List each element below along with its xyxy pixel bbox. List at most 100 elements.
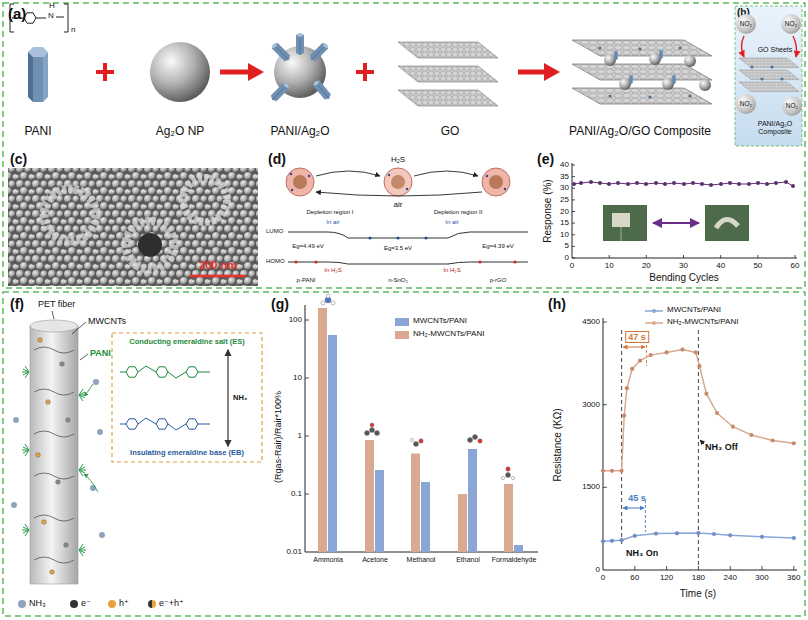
tick-label: 3000 [582, 400, 600, 409]
tick-label: 5 [565, 241, 569, 250]
tick-label: 30 [679, 261, 688, 270]
tick-label: 4500 [582, 317, 600, 326]
legend-text: MWCNTs/PANI [413, 316, 467, 325]
component-label: PANI [24, 125, 51, 139]
tick-label: 1500 [582, 482, 600, 491]
tick-label: 0 [601, 573, 605, 582]
tick-label: 25 [560, 195, 569, 204]
category-label: Ammonia [313, 556, 343, 564]
axis-title: (Rgas-Rair)/Rair*100% [274, 391, 283, 483]
tick-label: 60 [791, 261, 800, 270]
panel-letter: (c) [10, 151, 27, 167]
node-text: Insulating emeraldine base (EB) [118, 449, 256, 458]
bandgap-label: Eg=4.39 eV [482, 243, 514, 250]
legend-text: MWCNTs/PANI [667, 305, 721, 314]
atom-label: H [49, 1, 55, 10]
tick-label: 0 [570, 261, 574, 270]
atom-label: N [48, 11, 54, 20]
material-label: p-PANI [297, 277, 316, 284]
legend-dot [148, 600, 156, 608]
legend-text: NH₃ [29, 598, 46, 608]
tick-label: 40 [560, 160, 569, 169]
level-label: LUMO [266, 228, 283, 235]
node-text: NO₂ [740, 100, 752, 107]
boxed-annotation: 47 s [625, 331, 649, 343]
polymer-state-label: Insulating emeraldine base (EB) [116, 448, 258, 459]
legend-text: NH₂-MWCNTs/PANI [413, 329, 484, 338]
tick-label: 0.01 [286, 547, 302, 556]
node-text: Conducting emeraldine salt (ES) [118, 338, 256, 347]
tick-label: 50 [753, 261, 762, 270]
axis-title: Response (%) [543, 179, 553, 242]
category-label: Methanol [407, 556, 436, 564]
legend-line-sample [645, 319, 663, 327]
component-label: GO Sheets [758, 46, 793, 54]
legend-text: e⁻+h⁺ [159, 598, 184, 608]
gas-label: air [394, 200, 403, 209]
category-label: Ethanol [456, 556, 480, 564]
repeat-index: n [71, 25, 75, 34]
tick-label: 30 [560, 183, 569, 192]
axis-title: Bending Cycles [649, 272, 718, 284]
scale-label: 200 nm [199, 259, 237, 272]
node-text: NO₂ [786, 102, 798, 109]
tick-label: 20 [642, 261, 651, 270]
legend-marker [652, 321, 656, 325]
legend-text: e⁻ [81, 598, 91, 608]
legend-swatch [395, 331, 409, 339]
condition-label: In H₂S [324, 267, 341, 274]
node-text: NO₂ [740, 20, 752, 27]
tick-label: 35 [560, 172, 569, 181]
material-label: n-SnO₂ [388, 277, 408, 284]
legend-swatch [395, 318, 409, 326]
tick-label: 1 [298, 431, 302, 440]
reaction-arrow [227, 350, 228, 447]
part-label: MWCNTs [88, 316, 126, 326]
tick-label: 0.1 [291, 489, 302, 498]
panel-letter: (g) [271, 296, 289, 312]
tick-label: 10 [293, 373, 302, 382]
axis-title: Resistance (KΩ) [553, 408, 563, 481]
tick-label: 10 [560, 230, 569, 239]
material-label: p-rGO [490, 277, 507, 284]
event-label: NH₃ Off [705, 442, 738, 452]
panel-letter: (f) [10, 296, 24, 312]
category-label: Acetone [362, 556, 388, 564]
category-label: Formaldehyde [492, 556, 537, 564]
legend-marker [652, 309, 656, 313]
tick-label: 40 [716, 261, 725, 270]
tick-label: 180 [692, 573, 705, 582]
panel-letter: (e) [537, 151, 554, 167]
tick-label: 120 [660, 573, 673, 582]
panel-letter: (a) [8, 5, 26, 22]
bandgap-label: Eg=3.5 eV [384, 245, 412, 252]
gas-molecule: NO₂ [736, 14, 756, 34]
tick-label: 100 [289, 315, 302, 324]
component-label: GO [441, 125, 460, 139]
gas-label: H₂S [391, 155, 405, 164]
legend-text: NH₂-MWCNTs/PANI [667, 317, 738, 326]
node-text: NO₂ [785, 20, 797, 27]
condition-label: In air [326, 219, 339, 226]
tick-label: 300 [755, 573, 768, 582]
panel-letter: (d) [268, 151, 286, 167]
panel-letter: (h) [548, 296, 566, 312]
tick-label: 0 [596, 565, 600, 574]
condition-label: In H₂S [443, 267, 460, 274]
bandgap-label: Eg=4.49 eV [292, 243, 324, 250]
legend-dot [108, 600, 116, 608]
legend-dot [18, 600, 26, 608]
polymer-state-label: Conducting emeraldine salt (ES) [116, 337, 258, 348]
axis-title: Time (s) [680, 588, 716, 600]
edge-label: NH₃ [233, 394, 247, 403]
condition-label: In air [445, 219, 458, 226]
time-annotation: 45 s [628, 493, 646, 503]
tick-label: 15 [560, 218, 569, 227]
legend-line-sample [645, 307, 663, 315]
part-label: PET fiber [38, 299, 75, 309]
component-label: PANI/Ag₂O Composite [749, 120, 801, 136]
tick-label: 60 [630, 573, 639, 582]
legend-dot [70, 600, 78, 608]
tick-label: 240 [724, 573, 737, 582]
